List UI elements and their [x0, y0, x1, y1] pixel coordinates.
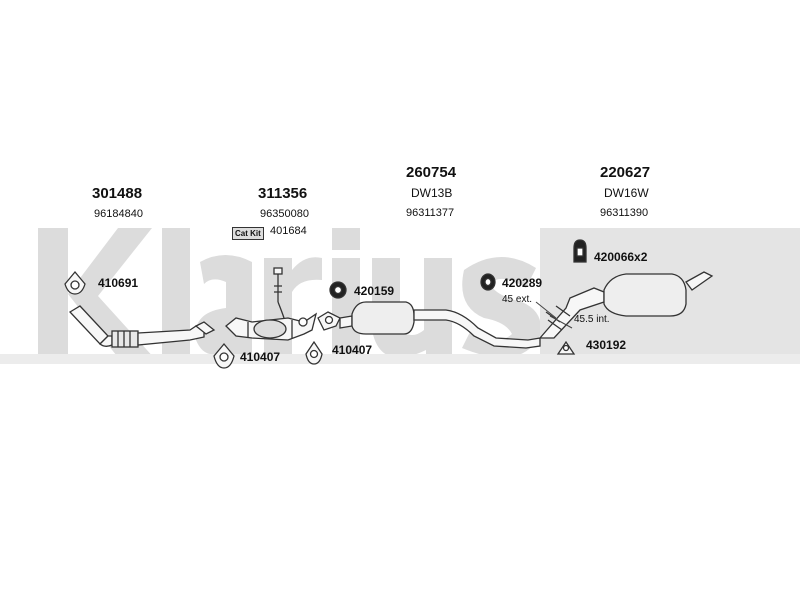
group-311356-ref: 96350080: [260, 208, 309, 220]
group-260754-number: 260754: [406, 164, 457, 181]
clamp-430192-icon: [556, 340, 576, 355]
group-301488-number: 301488: [92, 185, 143, 202]
cat-kit-number: 401684: [270, 225, 307, 237]
part-410691-label: 410691: [98, 276, 139, 290]
catalyst-icon: [225, 312, 318, 341]
group-311356-number: 311356: [258, 185, 308, 202]
gasket-410691-icon: [64, 270, 86, 295]
hanger-420289-icon: [480, 273, 496, 291]
part-420066-label: 420066x2: [594, 250, 648, 264]
lambda-sensor-icon: [273, 267, 285, 319]
group-301488-ref: 96184840: [94, 208, 143, 220]
part-410407-left-label: 410407: [240, 350, 281, 364]
centre-box-icon: [317, 301, 541, 349]
group-260754-code: DW13B: [411, 186, 453, 200]
group-220627-ref: 96311390: [600, 207, 649, 219]
group-260754-ref: 96311377: [406, 207, 455, 219]
part-420289-label: 420289: [502, 276, 543, 290]
hanger-420159-icon: [329, 281, 347, 299]
front-pipe-icon: [68, 305, 216, 348]
group-220627-code: DW16W: [604, 186, 649, 200]
gasket-410407-left-icon: [213, 342, 235, 369]
cat-kit-badge: Cat Kit: [232, 227, 264, 240]
part-420159-label: 420159: [354, 284, 395, 298]
rear-silencer-icon: [538, 271, 714, 339]
part-430192-label: 430192: [586, 338, 627, 352]
gasket-410407-right-icon: [305, 340, 323, 365]
part-410407-right-label: 410407: [332, 343, 373, 357]
note-45-ext: 45 ext.: [502, 294, 533, 305]
hanger-420066-icon: [573, 239, 587, 263]
group-220627-number: 220627: [600, 164, 651, 181]
note-45-5-int: 45.5 int.: [574, 314, 610, 325]
